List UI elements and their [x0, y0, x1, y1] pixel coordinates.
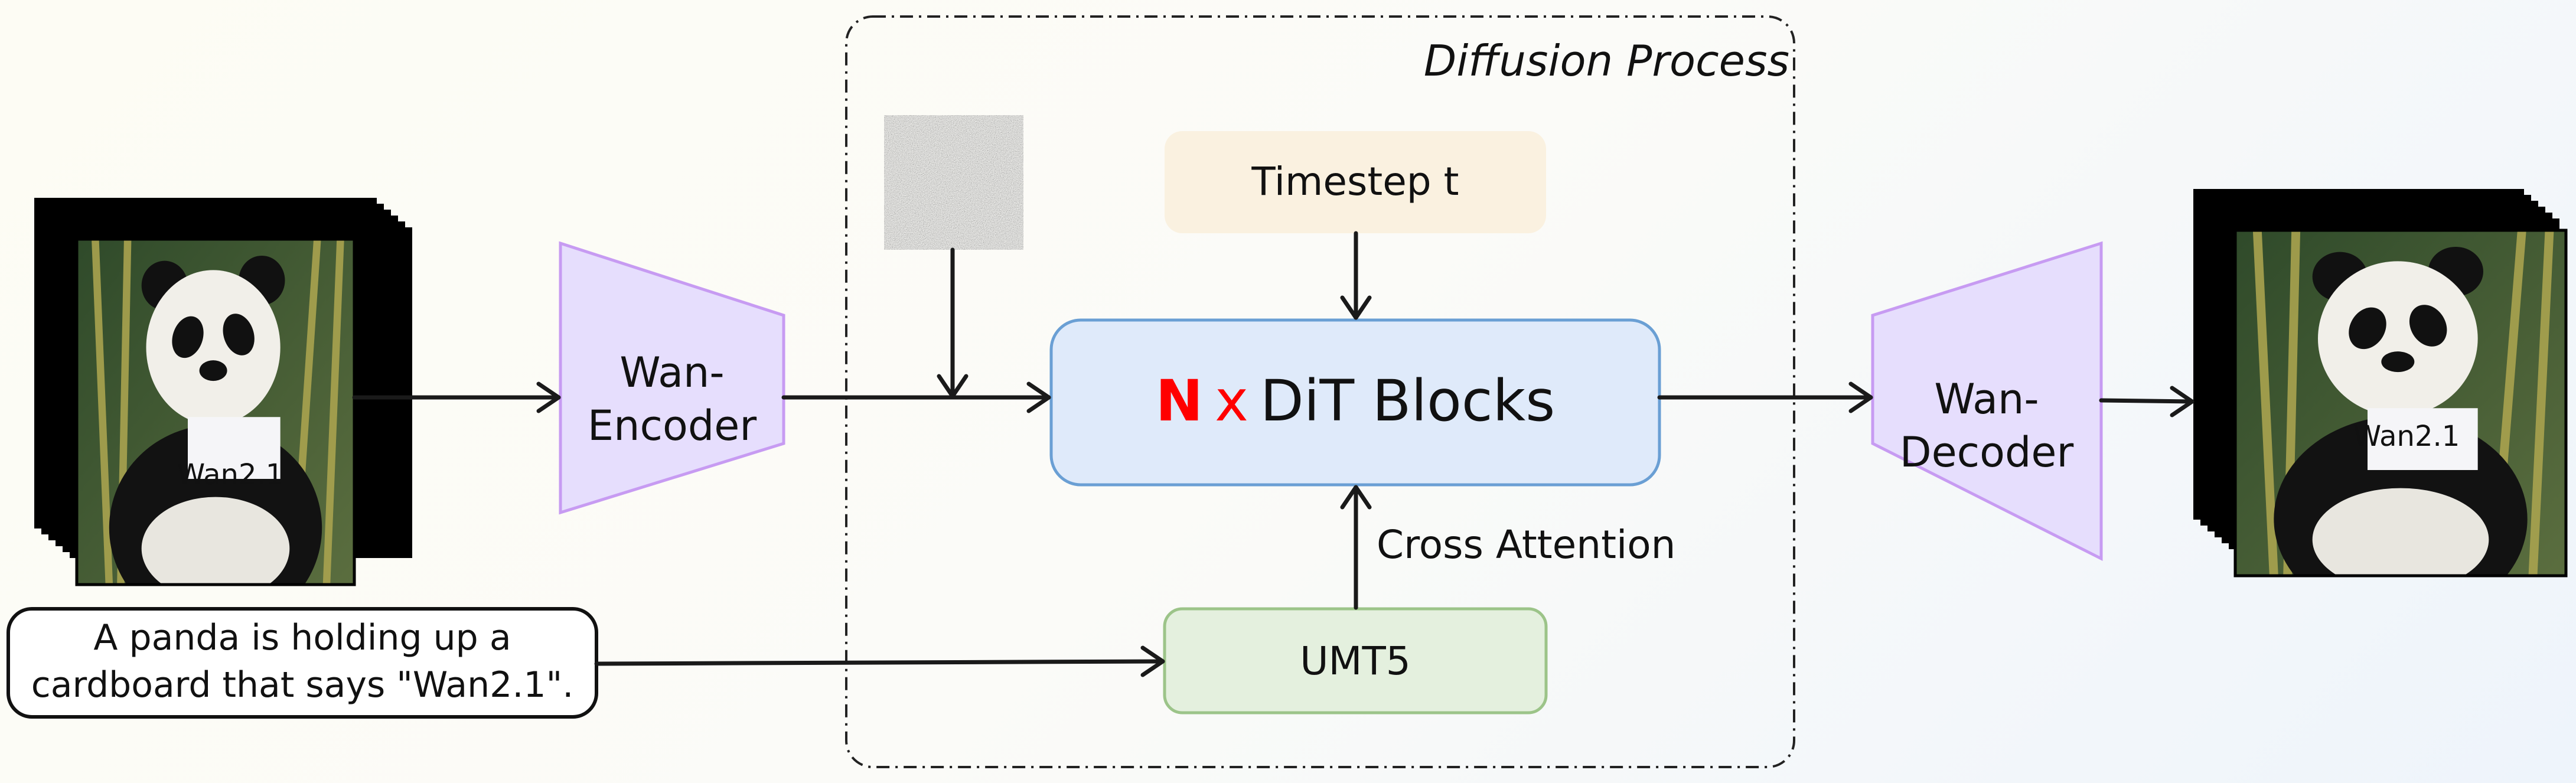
umt5-label: UMT5	[1300, 638, 1411, 684]
encoder-line-2: Encoder	[588, 402, 757, 450]
dit-blocks-box	[1049, 318, 1661, 487]
timestep-box	[1165, 131, 1546, 233]
noise-image	[884, 115, 1023, 250]
prompt-line-1: A panda is holding up a	[93, 617, 511, 658]
panda-sign-text: Wan2.1	[177, 458, 284, 491]
output-video-frames: Wan2.1	[2193, 189, 2568, 578]
dit-blocks-text: DiT Blocks	[1260, 368, 1555, 434]
encoder-line-1: Wan-	[619, 348, 724, 397]
wan-encoder	[559, 241, 785, 515]
dit-x: x	[1215, 368, 1248, 434]
prompt-line-2: cardboard that says "Wan2.1".	[31, 664, 574, 706]
dit-n: N	[1156, 368, 1203, 434]
diffusion-process-label: Diffusion Process	[1424, 36, 1789, 86]
cross-attention-label: Cross Attention	[1377, 522, 1676, 567]
diffusion-process-container	[845, 15, 1795, 768]
arrows	[352, 231, 2195, 677]
wan-decoder	[1871, 241, 2103, 562]
decoder-line-1: Wan-	[1934, 375, 2039, 423]
input-video-frames: Wan2.1	[34, 198, 412, 586]
panda-sign-text-output: Wan2.1	[2353, 420, 2460, 453]
timestep-label: Timestep t	[1251, 159, 1459, 204]
decoder-line-2: Decoder	[1900, 428, 2074, 477]
